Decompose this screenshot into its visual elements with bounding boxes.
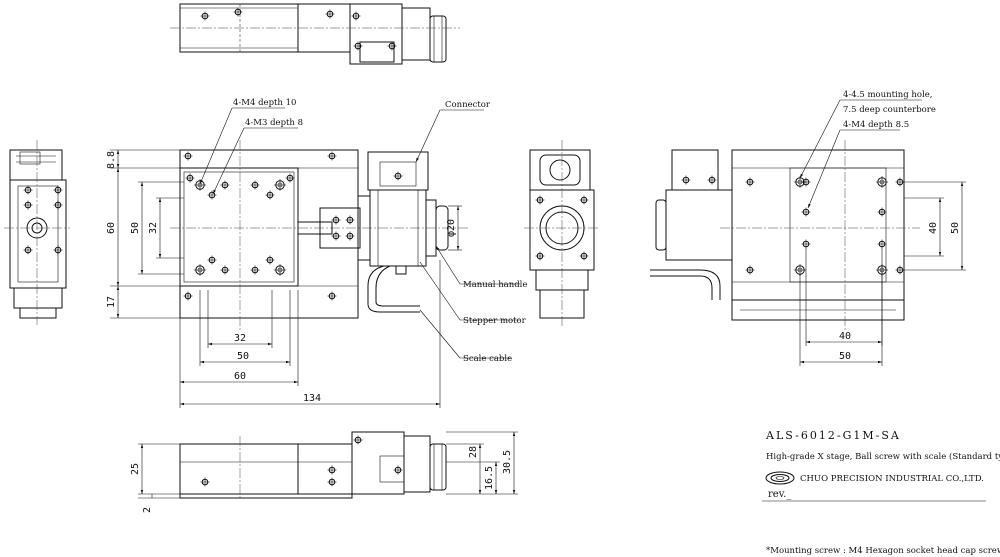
model-number: ALS-6012-G1M-SA	[765, 429, 901, 442]
leader-lines	[199, 99, 922, 359]
dim-60-left: 60	[106, 222, 117, 234]
dim-134: 134	[303, 393, 321, 404]
callout-mounting-hole-1: 4-4.5 mounting hole,	[843, 90, 932, 100]
left-end-view	[4, 140, 70, 325]
dim-32-left: 32	[148, 222, 159, 234]
dim-8-8: 8.8	[106, 151, 117, 169]
dim-50-bottom-right: 50	[839, 351, 851, 362]
callout-scale-cable: Scale cable	[463, 354, 512, 364]
dim-2: 2	[142, 507, 153, 513]
callout-mounting-hole-2: 7.5 deep counterbore	[843, 105, 936, 115]
revision: rev._	[768, 489, 791, 500]
dim-32-bottom: 32	[234, 333, 246, 344]
dim-40-bottom-right: 40	[839, 331, 851, 342]
callout-manual-handle: Manual handle	[463, 280, 527, 290]
callout-m3-depth8: 4-M3 depth 8	[245, 118, 303, 128]
dim-16-5: 16.5	[484, 466, 495, 490]
dim-60-bottom: 60	[234, 371, 246, 382]
footnote: *Mounting screw : M4 Hexagon socket head…	[766, 545, 1000, 556]
company-name: CHUO PRECISION INDUSTRIAL CO.,LTD.	[800, 474, 984, 484]
dim-40-right: 40	[928, 222, 939, 234]
callout-phi20: φ20	[446, 219, 457, 237]
product-description: High-grade X stage, Ball screw with scal…	[766, 451, 1000, 462]
callout-stepper-motor: Stepper motor	[463, 316, 527, 326]
callout-m4-depth10: 4-M4 depth 10	[233, 98, 296, 108]
bottom-plan-view	[650, 140, 920, 330]
top-view	[170, 3, 460, 65]
callout-labels: 4-M4 depth 10 4-M3 depth 8 Connector φ20…	[233, 90, 936, 364]
dim-50-left: 50	[130, 222, 141, 234]
dim-17: 17	[106, 296, 117, 308]
dim-50-right: 50	[950, 222, 961, 234]
dim-25: 25	[130, 463, 141, 475]
dim-50-bottom: 50	[237, 351, 249, 362]
dim-28: 28	[468, 446, 479, 458]
right-end-view	[524, 140, 600, 326]
callout-connector: Connector	[445, 100, 491, 110]
dim-30-5: 30.5	[502, 450, 513, 474]
side-elevation-view	[179, 431, 447, 500]
dimension-values: 8.8 60 50 32 17 32 50 60 134 40 50 40 50…	[106, 151, 961, 513]
title-block: ALS-6012-G1M-SA High-grade X stage, Ball…	[762, 429, 1000, 556]
callout-m4-depth85: 4-M4 depth 8.5	[843, 120, 909, 130]
company-logo	[765, 471, 795, 485]
front-plan-view	[170, 140, 470, 330]
